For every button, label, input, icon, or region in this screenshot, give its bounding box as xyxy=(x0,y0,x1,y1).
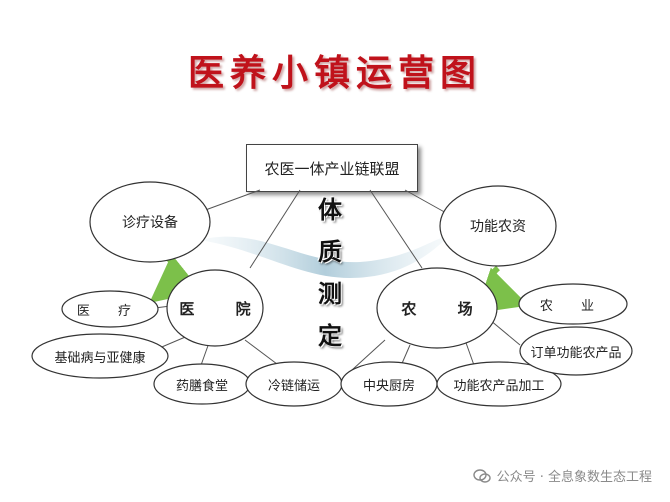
node-farm: 农 场 xyxy=(401,299,491,318)
ellipse-processing xyxy=(436,361,562,407)
vertical-char-3: 测 xyxy=(318,280,342,308)
node-hospital: 医 院 xyxy=(179,299,269,318)
ellipse-chronic xyxy=(31,333,169,379)
node-diagnosis-equipment: 诊疗设备 xyxy=(122,215,178,231)
ellipse-agri-materials xyxy=(439,185,557,267)
center-vertical-label: 体 质 测 定 xyxy=(308,198,352,348)
node-cold-chain: 冷链储运 xyxy=(267,378,320,394)
ellipse-order xyxy=(519,326,633,376)
watermark: 公众号 · 全息象数生态工程 xyxy=(472,466,652,485)
watermark-text: 公众号 · 全息象数生态工程 xyxy=(496,470,652,485)
ellipse-medical xyxy=(61,290,159,328)
ellipse-farm xyxy=(376,267,498,349)
arrow-left xyxy=(149,254,202,304)
vertical-char-4: 定 xyxy=(318,322,342,350)
ellipse-agriculture xyxy=(518,283,628,325)
node-agri-materials: 功能农资 xyxy=(470,219,526,235)
decorative-swoosh xyxy=(200,235,450,278)
node-order-products: 订单功能农产品 xyxy=(530,345,622,361)
wechat-icon xyxy=(472,468,491,483)
node-medical: 医 疗 xyxy=(76,303,144,319)
node-chronic-health: 基础病与亚健康 xyxy=(54,350,146,366)
arrow-right xyxy=(475,265,529,314)
node-herbal-canteen: 药膳食堂 xyxy=(175,378,228,394)
vertical-char-2: 质 xyxy=(318,238,342,266)
alliance-box: 农医一体产业链联盟 xyxy=(246,144,418,192)
node-central-kitchen: 中央厨房 xyxy=(362,378,415,394)
ellipse-hospital xyxy=(166,269,264,347)
node-agriculture: 农 业 xyxy=(539,298,607,314)
node-processing: 功能农产品加工 xyxy=(453,378,545,394)
page-title: 医养小镇运营图 xyxy=(187,52,482,94)
vertical-char-1: 体 xyxy=(318,196,342,224)
ellipse-diagnosis xyxy=(89,181,211,263)
